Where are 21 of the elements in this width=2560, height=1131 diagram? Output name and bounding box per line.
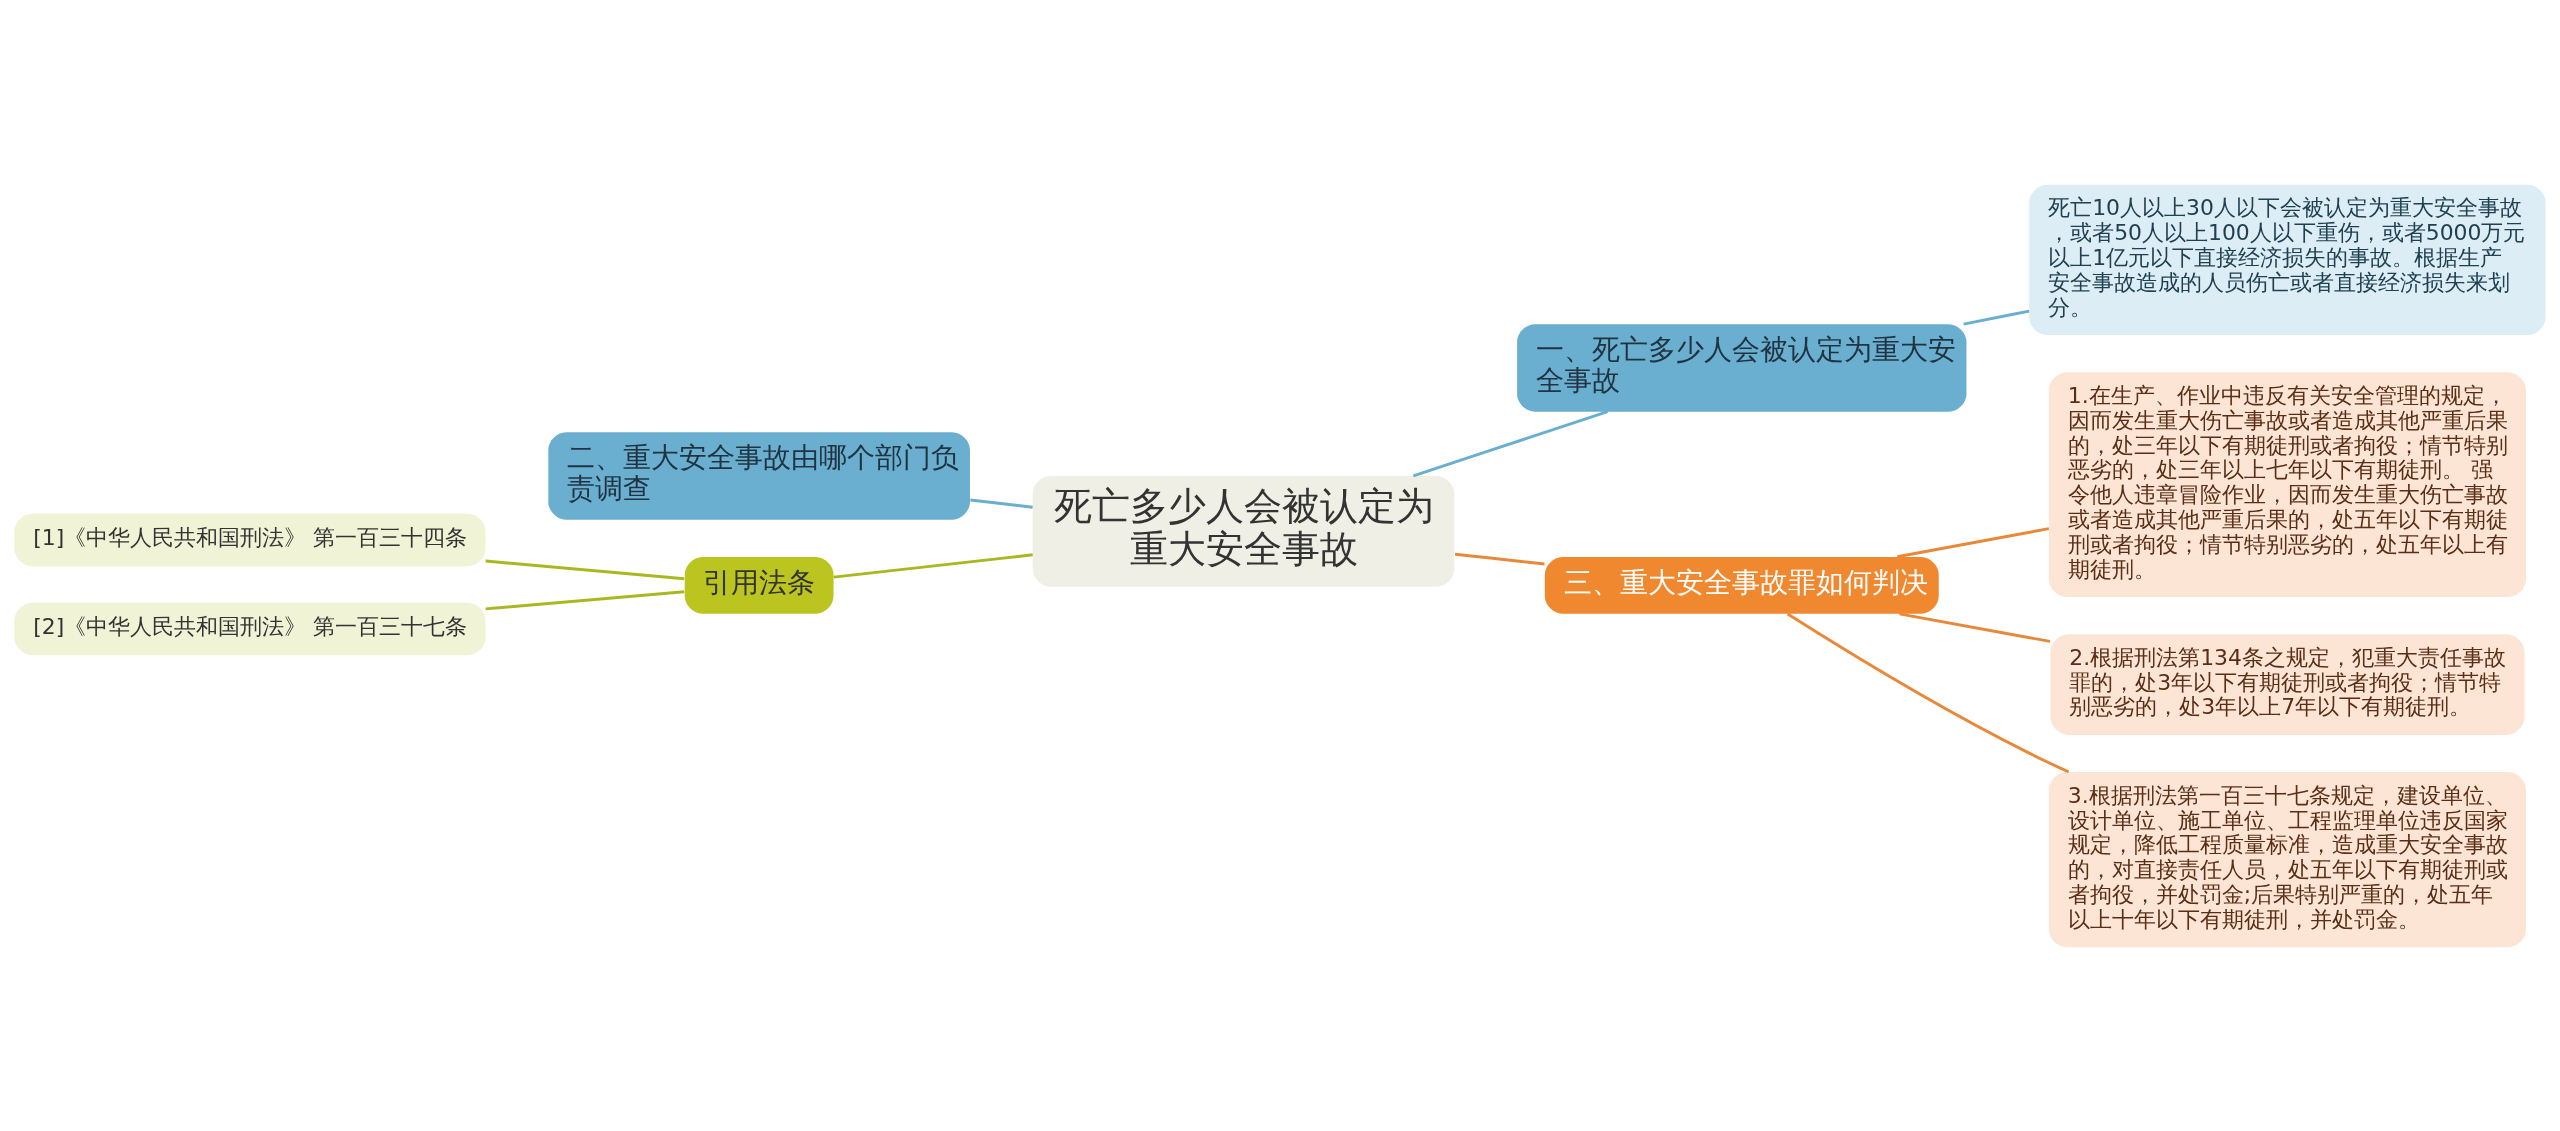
node-box: 一、死亡多少人会被认定为重大安全事故 <box>1517 323 1967 412</box>
node-box: 1.在生产、作业中违反有关安全管理的规定，因而发生重大伤亡事故或者造成其他严重后果的，处三年以下有期徒刑或者拘役；情节特别恶劣的，处三年以上七年以下有期徒刑。 强令他人违章冒险作业，因而发生重大伤亡事故或者造成其他严重后果的，处五年以下有期徒刑或者拘役；情节特别恶劣的，处五年以上有期徒刑。 <box>2048 371 2526 597</box>
connector <box>1454 552 1545 565</box>
node-box: 3.根据刑法第一百三十七条规定，建设单位、设计单位、施工单位、工程监理单位违反国家规定，降低工程质量标准，造成重大安全事故的，对直接责任人员，处五年以下有期徒刑或者拘役，并处罚金;后果特别严重的，处五年以上十年以下有期徒刑，并处罚金。 <box>2048 771 2526 947</box>
connector <box>1786 612 2070 773</box>
connector <box>1899 611 2051 643</box>
connector <box>1412 409 1609 477</box>
node-box: 三、重大安全事故罪如何判决 <box>1544 556 1939 614</box>
connector <box>970 498 1033 509</box>
node-box: [1]《中华人民共和国刑法》 第一百三十四条 <box>14 513 486 566</box>
node-box: 引用法条 <box>684 556 834 614</box>
node-box: 2.根据刑法第134条之规定，犯重大责任事故罪的，处3年以下有期徒刑或者拘役；情节特别恶劣的，处3年以上7年以下有期徒刑。 <box>2050 633 2525 735</box>
connector <box>833 552 1033 579</box>
connector <box>485 559 685 580</box>
connector <box>1963 309 2030 326</box>
connector <box>485 589 685 610</box>
node-box: [2]《中华人民共和国刑法》 第一百三十七条 <box>14 602 486 655</box>
node-box: 死亡10人以上30人以下会被认定为重大安全事故，或者50人以上100人以下重伤，或者5000万元以上1亿元以下直接经济损失的事故。根据生产安全事故造成的人员伤亡或者直接经济损失来划分。 <box>2029 184 2546 335</box>
connector <box>1897 526 2050 558</box>
node-box: 二、重大安全事故由哪个部门负责调查 <box>548 431 970 520</box>
node-box: 死亡多少人会被认定为重大安全事故 <box>1032 475 1455 587</box>
